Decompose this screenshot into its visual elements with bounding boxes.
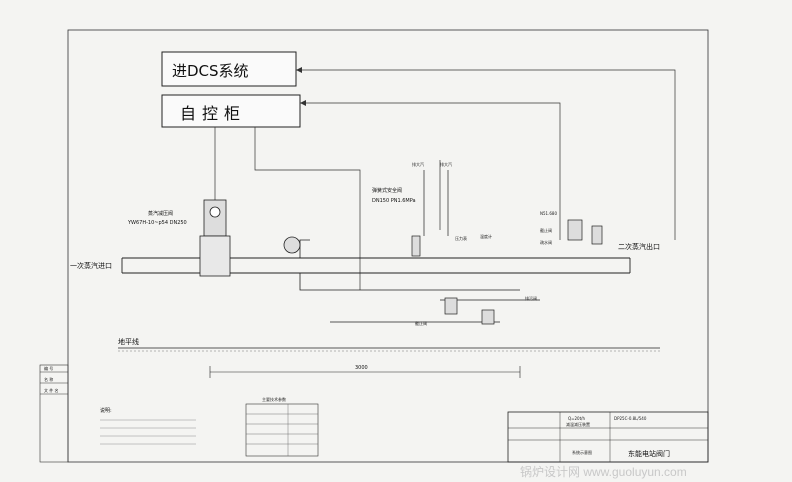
reducer-model: YW67H-10~p54 DN250 xyxy=(127,220,187,226)
dimension-value: 3000 xyxy=(355,365,368,371)
dcs-box xyxy=(161,51,297,87)
safety-valve-name: 弹簧式安全阀 xyxy=(372,187,402,194)
left-table-row: 文 件 名 xyxy=(44,387,59,393)
arrow-head xyxy=(296,67,302,73)
safety-valve-spec: DN150 PN1.6MPa xyxy=(372,198,416,204)
sub-title: 系统示意图 xyxy=(572,449,592,455)
reducing-valve xyxy=(199,199,231,277)
tech-table xyxy=(245,403,319,457)
project-name: 东能电站阀门 xyxy=(628,449,670,458)
flow-label: Q=20t/h xyxy=(568,416,586,421)
separator-valve xyxy=(283,236,301,254)
left-table xyxy=(40,371,68,395)
dimension-line xyxy=(209,366,521,378)
safety-valve xyxy=(411,170,449,257)
drain-valve-2-label: 截止阀 xyxy=(415,320,427,326)
stop-valve-label: 截止阀 xyxy=(540,227,552,233)
signal-lines xyxy=(214,69,676,290)
left-table-row: 名 称 xyxy=(44,376,53,382)
notes-title: 说明: xyxy=(100,407,112,414)
sub-label: 减温减压装置 xyxy=(566,421,590,427)
tech-table-title: 主要技术参数 xyxy=(262,396,286,402)
vent-1-label: 排大汽 xyxy=(412,161,424,167)
vent-2-label: 排大汽 xyxy=(440,161,452,167)
ground-label: 地平线 xyxy=(118,337,139,346)
drawing-frame xyxy=(67,29,709,463)
branch-valve xyxy=(444,297,458,315)
relief-label: 排污阀 xyxy=(525,295,537,301)
left-margin xyxy=(39,364,69,463)
title-block xyxy=(507,411,709,463)
pressure-gauge-label: 压力表 xyxy=(455,235,467,241)
dcs-label: 进DCS系统 xyxy=(172,62,249,80)
outlet-label: 二次蒸汽出口 xyxy=(618,242,660,251)
flowmeter-label: N51.680 xyxy=(540,211,557,216)
arrow-head xyxy=(300,100,306,106)
outlet-instruments xyxy=(567,219,603,245)
inlet-label: 一次蒸汽进口 xyxy=(70,261,112,270)
temperature-gauge-label: 温度计 xyxy=(480,233,492,239)
tech-table-grid xyxy=(246,404,318,456)
branch-valve xyxy=(481,309,495,325)
control-cabinet-label: 自控柜 xyxy=(180,104,246,123)
reducer-name: 蒸汽减压阀 xyxy=(148,210,173,217)
notes-lines xyxy=(100,419,196,445)
title-block-grid xyxy=(508,412,708,462)
drawing-number: DP25C-0.8L/540 xyxy=(614,416,647,421)
watermark: 锅炉设计网 www.guoluyun.com xyxy=(520,464,687,479)
left-table-row: 编 号 xyxy=(44,365,53,371)
drain-valve-1-label: 疏水阀 xyxy=(540,239,552,245)
control-cabinet-box xyxy=(161,94,301,128)
